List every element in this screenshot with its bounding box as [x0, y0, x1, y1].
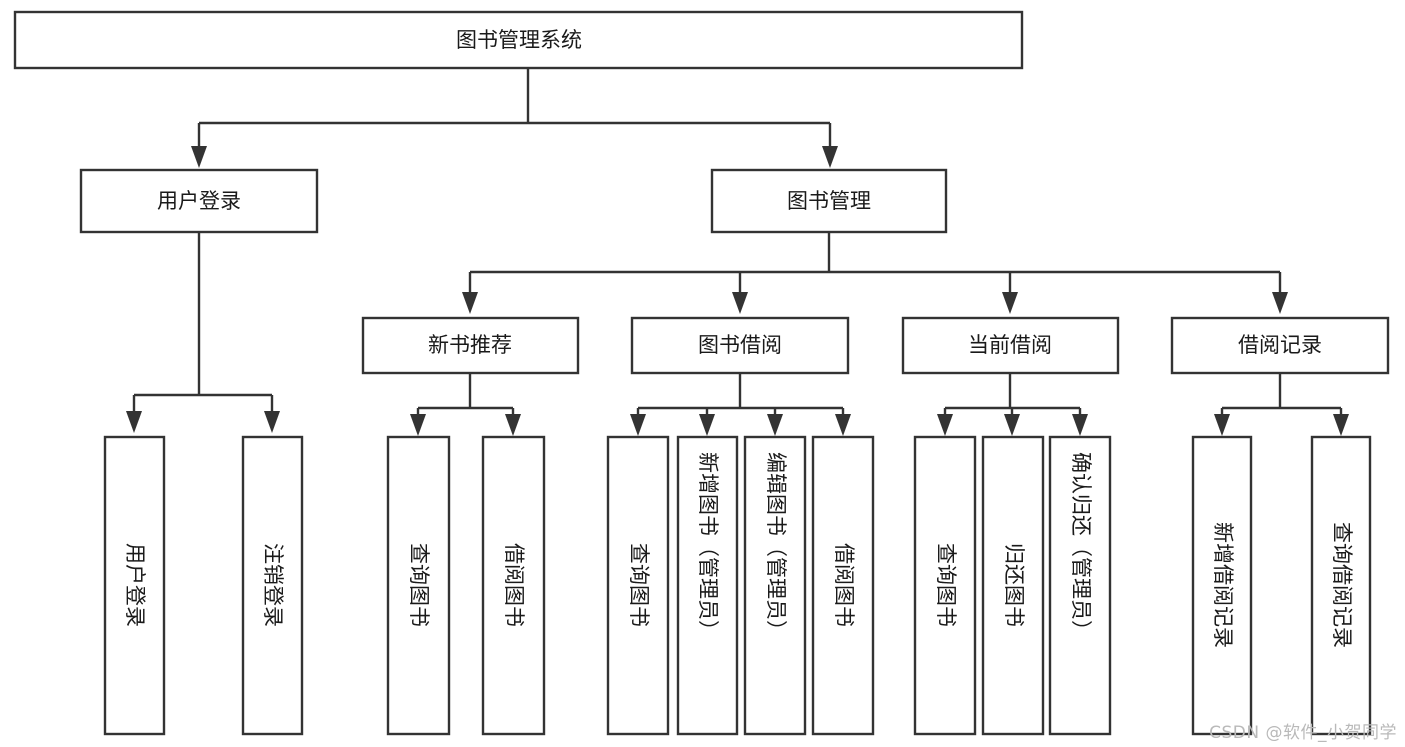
node-root-box[interactable]: [13, 10, 1024, 70]
leaf-add-borrow-record-label: 新增借阅记录: [1211, 522, 1235, 648]
node-root-label: 图书管理系统: [456, 28, 582, 52]
leaf-user-login-box[interactable]: [103, 435, 166, 736]
connector-group-book-management: [462, 232, 1288, 314]
leaf-logout-login-box[interactable]: [241, 435, 304, 736]
connector-group-book-borrow: [630, 373, 851, 436]
node-book-management-label: 图书管理: [787, 189, 871, 213]
leaf-query-book-2-label: 查询图书: [627, 543, 651, 627]
node-current-borrow-label: 当前借阅: [968, 333, 1052, 357]
arrowhead-leaf-logout-login: [264, 411, 280, 433]
leaf-add-borrow-record-box[interactable]: [1191, 435, 1253, 736]
leaf-return-book[interactable]: 归还图书: [981, 435, 1045, 736]
leaf-return-book-label: 归还图书: [1002, 543, 1026, 627]
leaf-edit-book-label: 编辑图书（管理员）: [764, 452, 788, 641]
leaf-return-book-box[interactable]: [981, 435, 1045, 736]
leaf-add-book-label: 新增图书（管理员）: [696, 452, 720, 641]
arrowhead-leaf-add-borrow-record: [1214, 414, 1230, 436]
node-book-borrow-label: 图书借阅: [698, 333, 782, 357]
leaf-add-book[interactable]: 新增图书（管理员）: [676, 435, 739, 736]
node-book-borrow-box[interactable]: [630, 316, 850, 375]
leaf-query-book-3[interactable]: 查询图书: [913, 435, 977, 736]
arrowhead-leaf-query-borrow-record: [1333, 414, 1349, 436]
leaf-query-borrow-record-box[interactable]: [1310, 435, 1372, 736]
arrowhead-borrow-record: [1272, 292, 1288, 314]
connector-group-new-book-recommend: [410, 373, 521, 436]
leaf-borrow-book-2[interactable]: 借阅图书: [811, 435, 875, 736]
node-user-login-label: 用户登录: [157, 189, 241, 213]
arrowhead-current-borrow: [1002, 292, 1018, 314]
leaf-query-borrow-record-label: 查询借阅记录: [1330, 522, 1354, 648]
leaf-borrow-book-2-box[interactable]: [811, 435, 875, 736]
node-new-book-recommend[interactable]: 新书推荐: [361, 316, 580, 375]
node-user-login-box[interactable]: [79, 168, 319, 234]
node-current-borrow-box[interactable]: [901, 316, 1120, 375]
arrowhead-leaf-borrow-book-1: [505, 414, 521, 436]
node-borrow-record-box[interactable]: [1170, 316, 1390, 375]
leaf-borrow-book-1-label: 借阅图书: [502, 543, 526, 627]
arrowhead-leaf-return-book: [1004, 414, 1020, 436]
arrowhead-leaf-confirm-return: [1072, 414, 1088, 436]
arrowhead-leaf-user-login: [126, 411, 142, 433]
leaf-borrow-book-2-label: 借阅图书: [832, 543, 856, 627]
leaf-query-book-3-box[interactable]: [913, 435, 977, 736]
leaf-borrow-book-1[interactable]: 借阅图书: [481, 435, 546, 736]
node-user-login[interactable]: 用户登录: [79, 168, 319, 234]
connector-group-root: [191, 68, 838, 168]
leaf-query-book-1-box[interactable]: [386, 435, 451, 736]
leaf-query-book-3-label: 查询图书: [934, 543, 958, 627]
leaf-add-book-box[interactable]: [676, 435, 739, 736]
leaf-confirm-return-box[interactable]: [1048, 435, 1112, 736]
node-borrow-record[interactable]: 借阅记录: [1170, 316, 1390, 375]
arrowhead-leaf-query-book-1: [410, 414, 426, 436]
leaf-query-book-2[interactable]: 查询图书: [606, 435, 670, 736]
connector-group-user-login: [126, 232, 280, 433]
connector-group-borrow-record: [1214, 373, 1349, 436]
arrowhead-book-management: [822, 146, 838, 168]
arrowhead-user-login: [191, 146, 207, 168]
leaf-user-login[interactable]: 用户登录: [103, 435, 166, 736]
leaf-query-book-1-label: 查询图书: [407, 543, 431, 627]
arrowhead-leaf-borrow-book-2: [835, 414, 851, 436]
leaf-confirm-return[interactable]: 确认归还（管理员）: [1048, 435, 1112, 736]
leaf-query-borrow-record[interactable]: 查询借阅记录: [1310, 435, 1372, 736]
leaf-logout-login[interactable]: 注销登录: [241, 435, 304, 736]
node-borrow-record-label: 借阅记录: [1238, 333, 1322, 357]
leaf-logout-login-label: 注销登录: [261, 543, 285, 627]
node-root-system[interactable]: 图书管理系统: [13, 10, 1024, 70]
leaf-add-borrow-record[interactable]: 新增借阅记录: [1191, 435, 1253, 736]
node-new-book-recommend-box[interactable]: [361, 316, 580, 375]
arrowhead-book-borrow: [732, 292, 748, 314]
connector-group-current-borrow: [937, 373, 1088, 436]
leaf-borrow-book-1-box[interactable]: [481, 435, 546, 736]
node-new-book-recommend-label: 新书推荐: [428, 333, 512, 357]
arrowhead-leaf-query-book-2: [630, 414, 646, 436]
arrowhead-leaf-add-book: [699, 414, 715, 436]
leaf-confirm-return-label: 确认归还（管理员）: [1069, 452, 1093, 641]
leaf-edit-book[interactable]: 编辑图书（管理员）: [743, 435, 807, 736]
leaf-user-login-label: 用户登录: [123, 543, 147, 627]
node-current-borrow[interactable]: 当前借阅: [901, 316, 1120, 375]
node-book-borrow[interactable]: 图书借阅: [630, 316, 850, 375]
arrowhead-new-book-recommend: [462, 292, 478, 314]
arrowhead-leaf-edit-book: [767, 414, 783, 436]
node-book-management[interactable]: 图书管理: [710, 168, 948, 234]
leaf-query-book-1[interactable]: 查询图书: [386, 435, 451, 736]
leaf-edit-book-box[interactable]: [743, 435, 807, 736]
leaf-query-book-2-box[interactable]: [606, 435, 670, 736]
arrowhead-leaf-query-book-3: [937, 414, 953, 436]
